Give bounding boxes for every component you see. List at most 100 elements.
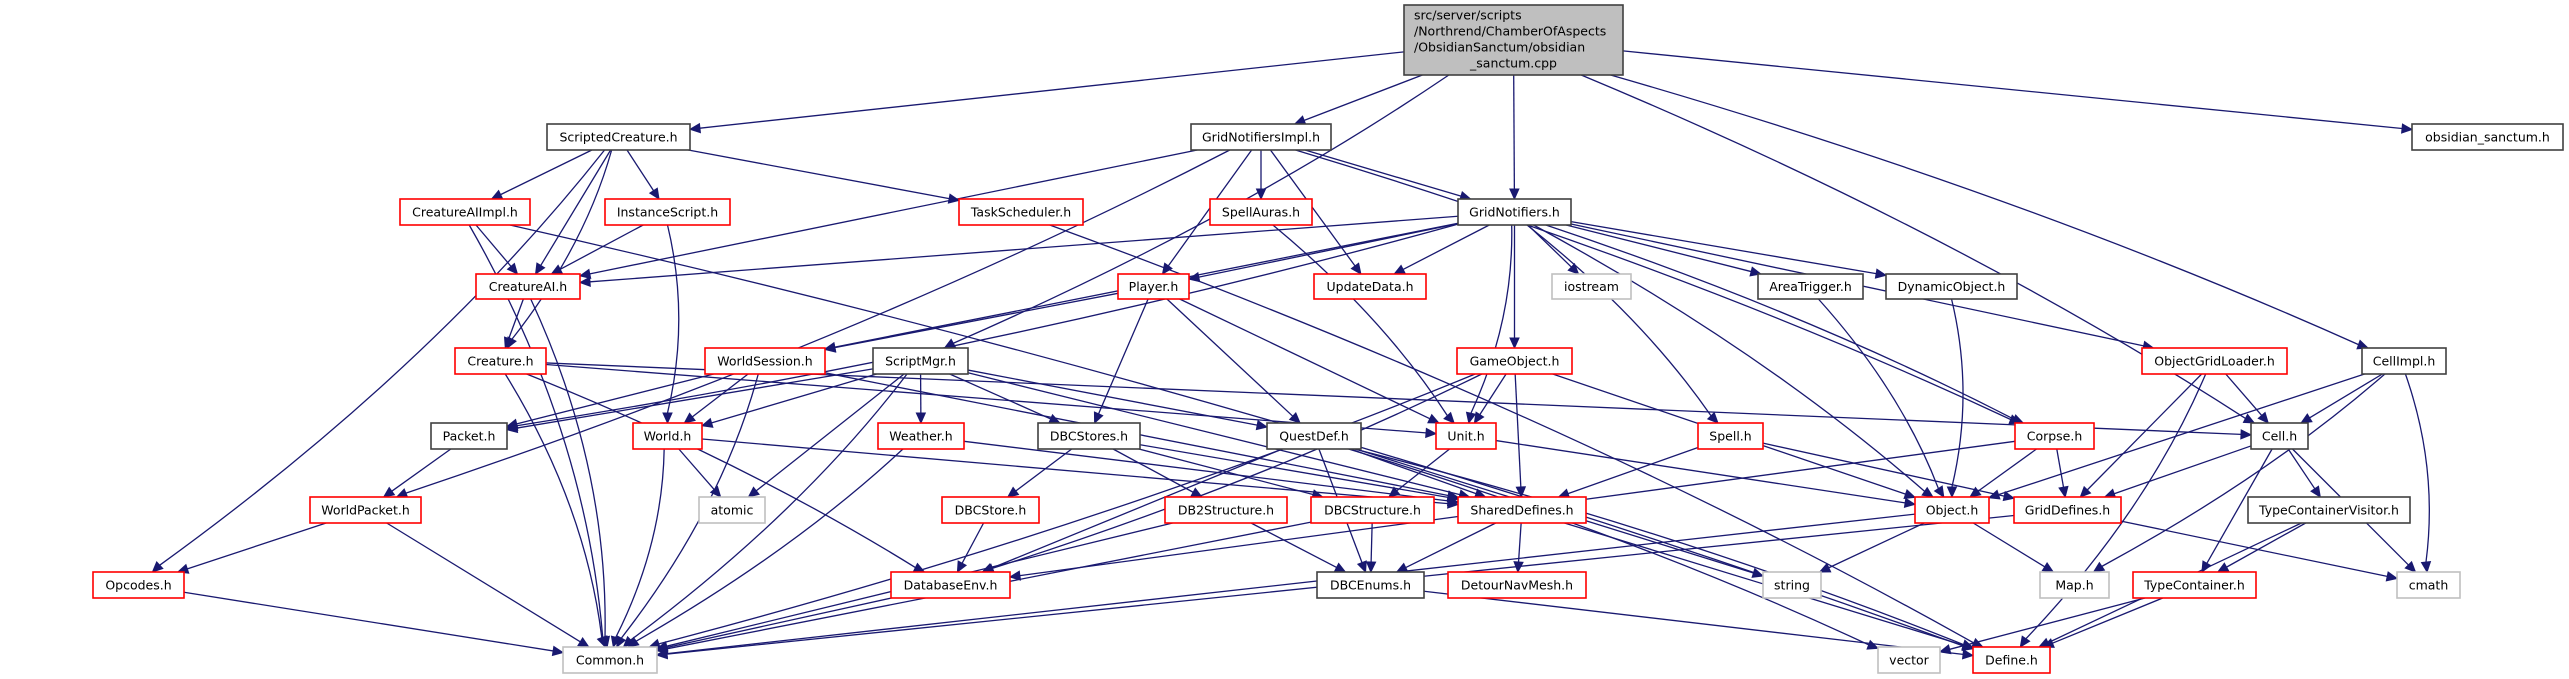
edge-gridnotifiers-to-unit xyxy=(1465,224,1513,425)
edge-line xyxy=(1405,522,1497,569)
edge-line xyxy=(516,223,1459,427)
node-scriptmgr[interactable]: ScriptMgr.h xyxy=(872,347,969,375)
edge-line xyxy=(658,373,1476,645)
edge-line xyxy=(516,368,874,429)
node-updatedata[interactable]: UpdateData.h xyxy=(1313,273,1427,300)
node-worldsession[interactable]: WorldSession.h xyxy=(704,347,826,375)
node-unit[interactable]: Unit.h xyxy=(1435,422,1497,450)
node-questdef[interactable]: QuestDef.h xyxy=(1266,422,1362,450)
arrowhead-icon xyxy=(1187,271,1201,283)
edge-line xyxy=(1370,522,1373,563)
arrowhead-icon xyxy=(1509,337,1520,350)
node-label: AreaTrigger.h xyxy=(1769,279,1852,294)
node-cellimpl[interactable]: CellImpl.h xyxy=(2361,347,2447,375)
root-label-line: src/server/scripts xyxy=(1414,8,1522,23)
edge-line xyxy=(1272,224,1448,416)
node-corpse[interactable]: Corpse.h xyxy=(2014,422,2095,450)
node-objectgridloader[interactable]: ObjectGridLoader.h xyxy=(2141,347,2288,375)
node-label: InstanceScript.h xyxy=(617,205,718,220)
arrowhead-icon xyxy=(2385,571,2399,582)
node-dbcstores[interactable]: DBCStores.h xyxy=(1037,422,1141,450)
node-world[interactable]: World.h xyxy=(632,422,703,450)
node-cell[interactable]: Cell.h xyxy=(2250,422,2309,450)
edge-dbcstructure-to-dbcenums xyxy=(1365,522,1377,574)
arrowhead-icon xyxy=(534,262,546,276)
node-creature[interactable]: Creature.h xyxy=(454,347,547,375)
arrowhead-icon xyxy=(655,642,669,653)
arrowhead-icon xyxy=(1509,188,1520,201)
node-box xyxy=(1313,273,1427,300)
arrowhead-icon xyxy=(506,262,519,275)
edge-root-to-scriptedcreature xyxy=(688,51,1405,134)
edge-line xyxy=(589,149,1198,275)
node-box xyxy=(92,571,185,599)
edge-gridnotifiers-to-areatrigger xyxy=(1565,224,1763,277)
node-dynamicobject[interactable]: DynamicObject.h xyxy=(1885,273,2018,300)
node-box xyxy=(1164,496,1288,524)
edge-cell-to-griddefines xyxy=(2103,445,2252,499)
edge-line xyxy=(2101,373,2386,567)
node-instancescript[interactable]: InstanceScript.h xyxy=(604,198,731,226)
node-typecontainer[interactable]: TypeContainer.h xyxy=(2132,571,2257,599)
node-label: Creature.h xyxy=(467,354,533,369)
node-dbcstore[interactable]: DBCStore.h xyxy=(941,496,1040,524)
edge-line xyxy=(1295,149,2011,421)
node-shareddefines[interactable]: SharedDefines.h xyxy=(1457,496,1587,524)
node-spellauras[interactable]: SpellAuras.h xyxy=(1209,198,1313,226)
edge-gridnotifiersimpl-to-worldpacket xyxy=(395,149,1231,498)
node-label: GridNotifiersImpl.h xyxy=(1202,130,1320,145)
node-iostream: iostream xyxy=(1551,273,1632,300)
node-box xyxy=(1209,198,1313,226)
node-dbcenums[interactable]: DBCEnums.h xyxy=(1316,571,1425,599)
node-packet[interactable]: Packet.h xyxy=(430,422,508,450)
node-box xyxy=(1447,571,1587,599)
node-box xyxy=(872,347,969,375)
arrowhead-icon xyxy=(1333,562,1347,573)
edge-line xyxy=(2025,373,2207,640)
node-box xyxy=(1914,496,1990,524)
edge-line xyxy=(187,522,327,570)
arrowhead-icon xyxy=(1938,644,1952,655)
edge-line xyxy=(1402,224,1490,270)
node-gridnotifiersimpl[interactable]: GridNotifiersImpl.h xyxy=(1190,123,1332,151)
arrowhead-icon xyxy=(1818,562,1832,573)
node-worldpacket[interactable]: WorldPacket.h xyxy=(309,496,422,524)
node-box xyxy=(2250,422,2309,450)
edge-creatureaiimpl-to-creatureai xyxy=(475,224,519,275)
node-databaseenv[interactable]: DatabaseEnv.h xyxy=(890,571,1011,599)
node-gridnotifiers[interactable]: GridNotifiers.h xyxy=(1457,198,1572,226)
edge-line xyxy=(1015,448,1073,492)
arrowhead-icon xyxy=(662,412,673,425)
node-dbcstructure[interactable]: DBCStructure.h xyxy=(1310,496,1435,524)
node-areatrigger[interactable]: AreaTrigger.h xyxy=(1757,273,1864,300)
node-player[interactable]: Player.h xyxy=(1117,273,1190,300)
node-label: GameObject.h xyxy=(1470,354,1560,369)
node-detournavmesh[interactable]: DetourNavMesh.h xyxy=(1447,571,1587,599)
node-weather[interactable]: Weather.h xyxy=(877,422,965,450)
node-creatureai[interactable]: CreatureAI.h xyxy=(475,273,581,300)
arrowhead-icon xyxy=(2240,429,2253,440)
node-label: Cell.h xyxy=(2262,429,2297,444)
node-spell[interactable]: Spell.h xyxy=(1697,422,1764,450)
node-label: DatabaseEnv.h xyxy=(904,578,998,593)
node-box xyxy=(1877,646,1941,674)
edge-gridnotifiersimpl-to-creatureai xyxy=(578,149,1198,279)
edge-gridnotifiers-to-corpse xyxy=(1545,224,2025,424)
node-object[interactable]: Object.h xyxy=(1914,496,1990,524)
root-label-line: /Northrend/ChamberOfAspects xyxy=(1414,24,1606,39)
node-root-file[interactable]: src/server/scripts/Northrend/ChamberOfAs… xyxy=(1403,4,1624,76)
node-creatureaiimpl[interactable]: CreatureAIImpl.h xyxy=(399,198,531,226)
node-db2structure[interactable]: DB2Structure.h xyxy=(1164,496,1288,524)
node-typecontainervisitor[interactable]: TypeContainerVisitor.h xyxy=(2247,496,2411,524)
node-scriptedcreature[interactable]: ScriptedCreature.h xyxy=(546,123,691,151)
node-label: GridDefines.h xyxy=(2025,503,2110,518)
node-taskscheduler[interactable]: TaskScheduler.h xyxy=(958,198,1084,226)
node-box xyxy=(1456,347,1573,375)
arrowhead-icon xyxy=(1465,411,1477,425)
edge-line xyxy=(1998,373,2365,496)
node-define[interactable]: Define.h xyxy=(1972,646,2051,674)
node-griddefines[interactable]: GridDefines.h xyxy=(2013,496,2122,524)
node-obsidian_sanctum[interactable]: obsidian_sanctum.h xyxy=(2411,123,2564,151)
node-gameobject[interactable]: GameObject.h xyxy=(1456,347,1573,375)
node-opcodes[interactable]: Opcodes.h xyxy=(92,571,185,599)
